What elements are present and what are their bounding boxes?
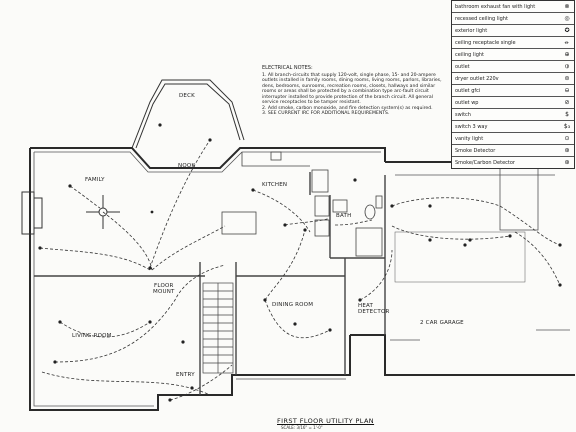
legend-row: switch $ [452,109,574,121]
garage-details [390,167,570,341]
switch-icon: $ [565,111,569,118]
dryer-outlet-icon: ⊜ [564,75,570,82]
legend-label: bathroom exhaust fan with light [455,3,536,10]
legend-label: exterior light [455,27,488,34]
legend-label: vanity light [455,135,484,142]
legend-label: switch 3 way [455,123,488,130]
electrical-notes: ELECTRICAL NOTES: 1. All branch-circuits… [262,65,450,117]
plan-title: FIRST FLOOR UTILITY PLAN [277,417,375,425]
room-label-garage: 2 CAR GARAGE [420,320,464,326]
smoke-carbon-detector-icon: ⊛ [564,159,570,166]
vanity-light-icon: ⊙ [564,135,570,142]
wiring-runs [39,139,561,401]
exterior-walls-inner [33,151,381,407]
room-label-floor-mount: FLOOR MOUNT [153,283,175,295]
exterior-light-icon: ✪ [564,27,570,34]
legend-row: Smoke/Carbon Detector ⊛ [452,157,574,168]
legend-row: Smoke Detector ⊛ [452,145,574,157]
fireplace [21,191,43,235]
legend-label: ceiling light [455,51,485,58]
room-label-deck: DECK [179,93,195,99]
legend-label: switch [455,111,471,118]
legend-row: dryer outlet 220v ⊜ [452,73,574,85]
legend-row: outlet wp ⊘ [452,97,574,109]
legend-label: Smoke/Carbon Detector [455,159,515,166]
room-label-dining-room: DINING ROOM [272,302,314,308]
legend-label: dryer outlet 220v [455,75,499,82]
legend-row: outlet gfci ⊖ [452,85,574,97]
room-label-kitchen: KITCHEN [262,182,288,188]
room-label-heat-detector: HEAT DETECTOR [358,303,390,315]
three-way-switch-icon: $₃ [563,123,571,130]
smoke-detector-icon: ⊛ [564,147,570,154]
ceiling-fan-icon [86,195,120,229]
symbol-legend: bathroom exhaust fan with light ⊗ recesse… [451,0,575,169]
light-fixtures [38,123,562,402]
legend-label: outlet gfci [455,87,481,94]
legend-label: outlet [455,63,470,70]
room-label-living-room: LIVING ROOM [72,333,112,339]
room-label-bath: BATH [336,213,352,219]
legend-row: switch 3 way $₃ [452,121,574,133]
bath-fixtures [332,195,383,257]
exterior-walls [29,147,575,411]
legend-row: ceiling light ⊕ [452,49,574,61]
room-label-entry: ENTRY [176,372,195,378]
legend-label: outlet wp [455,99,479,106]
stairs [202,282,234,374]
interior-walls [34,172,386,395]
recessed-light-icon: ◎ [564,15,570,22]
legend-label: Smoke Detector [455,147,496,154]
note-item: 2. Add smoke, carbon monoxide, and fire … [262,105,433,111]
legend-row: vanity light ⊙ [452,133,574,145]
outlet-icon: ⦶ [564,62,570,70]
plan-scale: SCALE: 3/16" = 1'-0" [281,425,323,430]
gfci-outlet-icon: ⊖ [564,87,570,94]
ceiling-receptacle-icon: ⦵ [564,38,570,46]
legend-label: recessed ceiling light [455,15,508,22]
kitchen-counters [221,151,330,237]
ceiling-light-icon: ⊕ [564,51,570,58]
legend-row: ceiling receptacle single ⦵ [452,37,574,49]
note-item: 1. All branch-circuits that supply 120-v… [262,72,442,106]
notes-heading: ELECTRICAL NOTES: [262,65,313,71]
legend-row: exterior light ✪ [452,25,574,37]
room-label-nook: NOOK [178,163,196,169]
legend-row: outlet ⦶ [452,61,574,73]
room-label-family: FAMILY [85,177,105,183]
legend-row: recessed ceiling light ◎ [452,13,574,25]
exhaust-fan-icon: ⊗ [564,3,570,10]
legend-row: bathroom exhaust fan with light ⊗ [452,1,574,13]
wp-outlet-icon: ⊘ [564,99,570,106]
note-item: 3. SEE CURRENT IRC FOR ADDITIONAL REQUIR… [262,111,390,116]
deck-outline [131,79,245,149]
legend-label: ceiling receptacle single [455,39,516,46]
